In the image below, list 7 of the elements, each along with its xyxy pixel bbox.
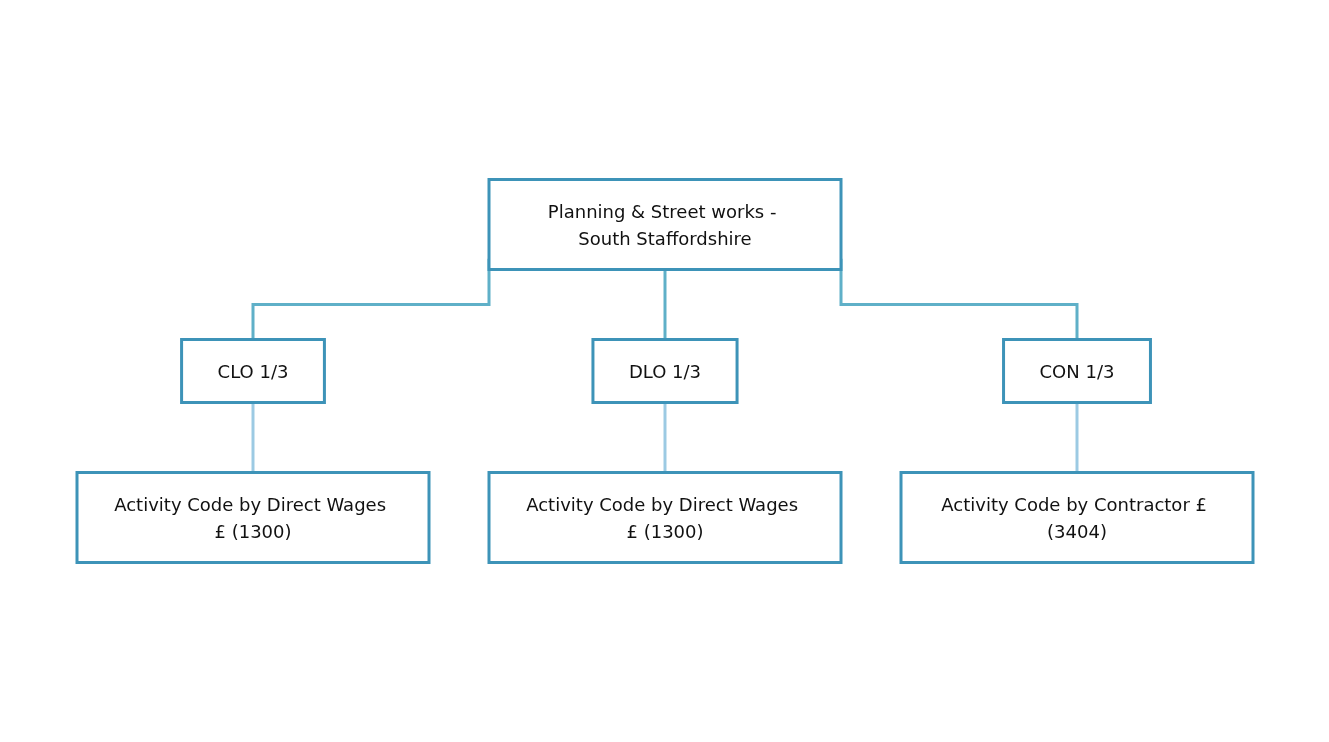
- node-box: Planning & Street works - South Staffordshire: [487, 178, 842, 271]
- node-box: CLO 1/3: [179, 338, 326, 404]
- node-box: Activity Code by Contractor £ (3404): [899, 471, 1254, 564]
- node-box: Activity Code by Direct Wages £ (1300): [75, 471, 430, 564]
- node-box: DLO 1/3: [590, 338, 739, 404]
- node-box: CON 1/3: [1001, 338, 1152, 404]
- node-box: Activity Code by Direct Wages £ (1300): [487, 471, 842, 564]
